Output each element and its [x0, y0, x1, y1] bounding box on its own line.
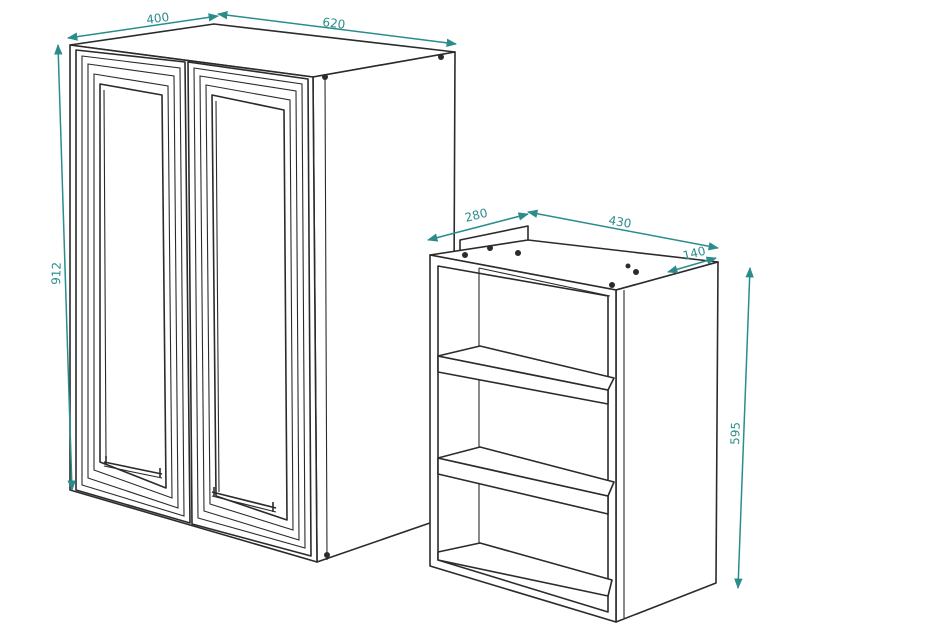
shelf-bottom: [437, 542, 613, 597]
mount-hole: [625, 263, 631, 269]
dim-label-430: 430: [607, 213, 632, 231]
shelf-side: [615, 261, 719, 623]
mount-hole: [438, 54, 444, 60]
wall-cabinet: [69, 23, 456, 563]
mount-hole: [487, 245, 493, 251]
dim-left-height: 912: [49, 43, 76, 492]
dim-right-height: 595: [728, 266, 754, 590]
dim-label-620: 620: [322, 15, 346, 32]
mount-hole: [462, 252, 468, 258]
shelf-unit: [429, 225, 719, 623]
mount-hole: [633, 269, 639, 275]
right-door: [187, 61, 312, 557]
mount-hole: [609, 282, 615, 288]
shelf-2: [437, 446, 615, 515]
dim-right-width: 430: [526, 209, 720, 251]
dim-label-400: 400: [145, 10, 170, 27]
mount-hole: [515, 250, 521, 256]
dim-left-depth: 620: [216, 11, 458, 47]
dim-label-912: 912: [49, 262, 64, 285]
shelf-1: [437, 345, 615, 405]
dim-right-depth: 280: [426, 206, 530, 242]
left-door: [75, 49, 191, 524]
mount-hole: [324, 552, 330, 558]
dim-label-140: 140: [681, 244, 707, 263]
dim-label-595: 595: [728, 422, 743, 445]
dim-left-width: 400: [66, 10, 220, 41]
dim-right-offset: 140: [666, 244, 718, 274]
door-handle-left: [103, 456, 163, 479]
dim-label-280: 280: [463, 206, 489, 225]
mount-hole: [322, 74, 328, 80]
door-handle-right: [211, 487, 277, 513]
